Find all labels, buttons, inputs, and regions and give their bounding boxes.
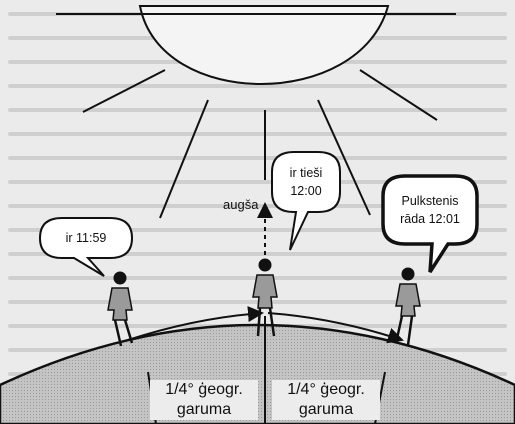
speech-bubble-center [271, 151, 341, 251]
longitude-arrows [127, 306, 404, 344]
arc-arrow-right [267, 312, 404, 344]
earth-surface [0, 323, 515, 424]
arc-arrow-left [127, 306, 264, 341]
arc-label-right: 1/4° ģeogr. garuma [272, 380, 380, 420]
up-label: augša [223, 197, 259, 212]
bubble-text-center: ir tieši 12:00 [289, 166, 323, 198]
speech-bubble-right [381, 174, 479, 273]
sun-disc [138, 5, 390, 85]
sun [56, 5, 456, 219]
bubble-text-right: Pulkstenis rāda 12:01 [400, 194, 460, 226]
observer-left [107, 271, 134, 347]
observer-right [394, 267, 421, 346]
sun-rays [82, 69, 438, 219]
observer-center [252, 258, 278, 337]
bubble-text-left: ir 11:59 [65, 231, 107, 245]
speech-bubble-left [38, 217, 134, 277]
arc-label-left: 1/4° ģeogr. garuma [150, 380, 258, 420]
earth [0, 323, 515, 424]
